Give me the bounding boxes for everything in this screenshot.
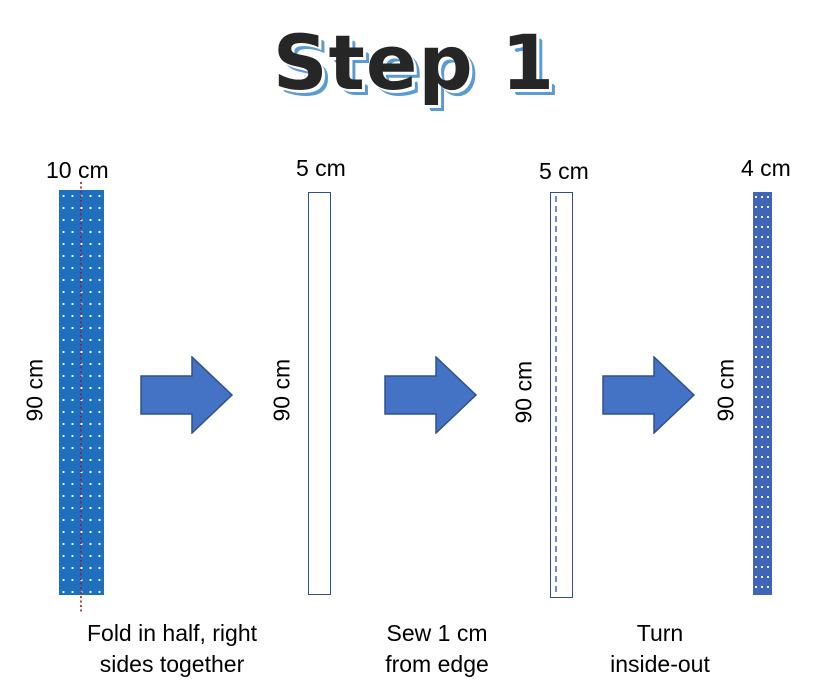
seam-line	[555, 196, 557, 594]
step-caption-line: Sew 1 cm	[386, 620, 488, 646]
step-caption-line: Fold in half, right	[86, 620, 258, 646]
strip-1-length-label: 90 cm	[21, 358, 48, 422]
step-caption-turn: Turn inside-out	[580, 618, 740, 680]
strip-2-folded	[308, 192, 331, 595]
strip-3-length-label: 90 cm	[510, 360, 537, 424]
step-caption-fold: Fold in half, right sides together	[62, 618, 282, 680]
strip-4-length-label: 90 cm	[712, 358, 739, 422]
strip-2-length-label: 90 cm	[268, 358, 295, 422]
fold-line	[80, 182, 82, 612]
strip-1-width-label: 10 cm	[46, 157, 109, 183]
step-caption-line: sides together	[99, 651, 245, 677]
strip-4-width-label: 4 cm	[741, 155, 791, 181]
strip-1-fabric	[59, 190, 104, 595]
step-caption-sew: Sew 1 cm from edge	[352, 618, 522, 680]
page-title: Step 1	[272, 18, 556, 107]
step-caption-line: inside-out	[610, 651, 710, 677]
arrow-right-icon	[384, 356, 478, 434]
step-caption-line: from edge	[385, 651, 489, 677]
step-caption-line: Turn	[636, 620, 684, 646]
arrow-right-icon	[140, 356, 234, 434]
strip-4-turned	[753, 192, 772, 595]
strip-2-width-label: 5 cm	[296, 155, 346, 181]
arrow-right-icon	[602, 356, 696, 434]
strip-3-width-label: 5 cm	[539, 158, 589, 184]
